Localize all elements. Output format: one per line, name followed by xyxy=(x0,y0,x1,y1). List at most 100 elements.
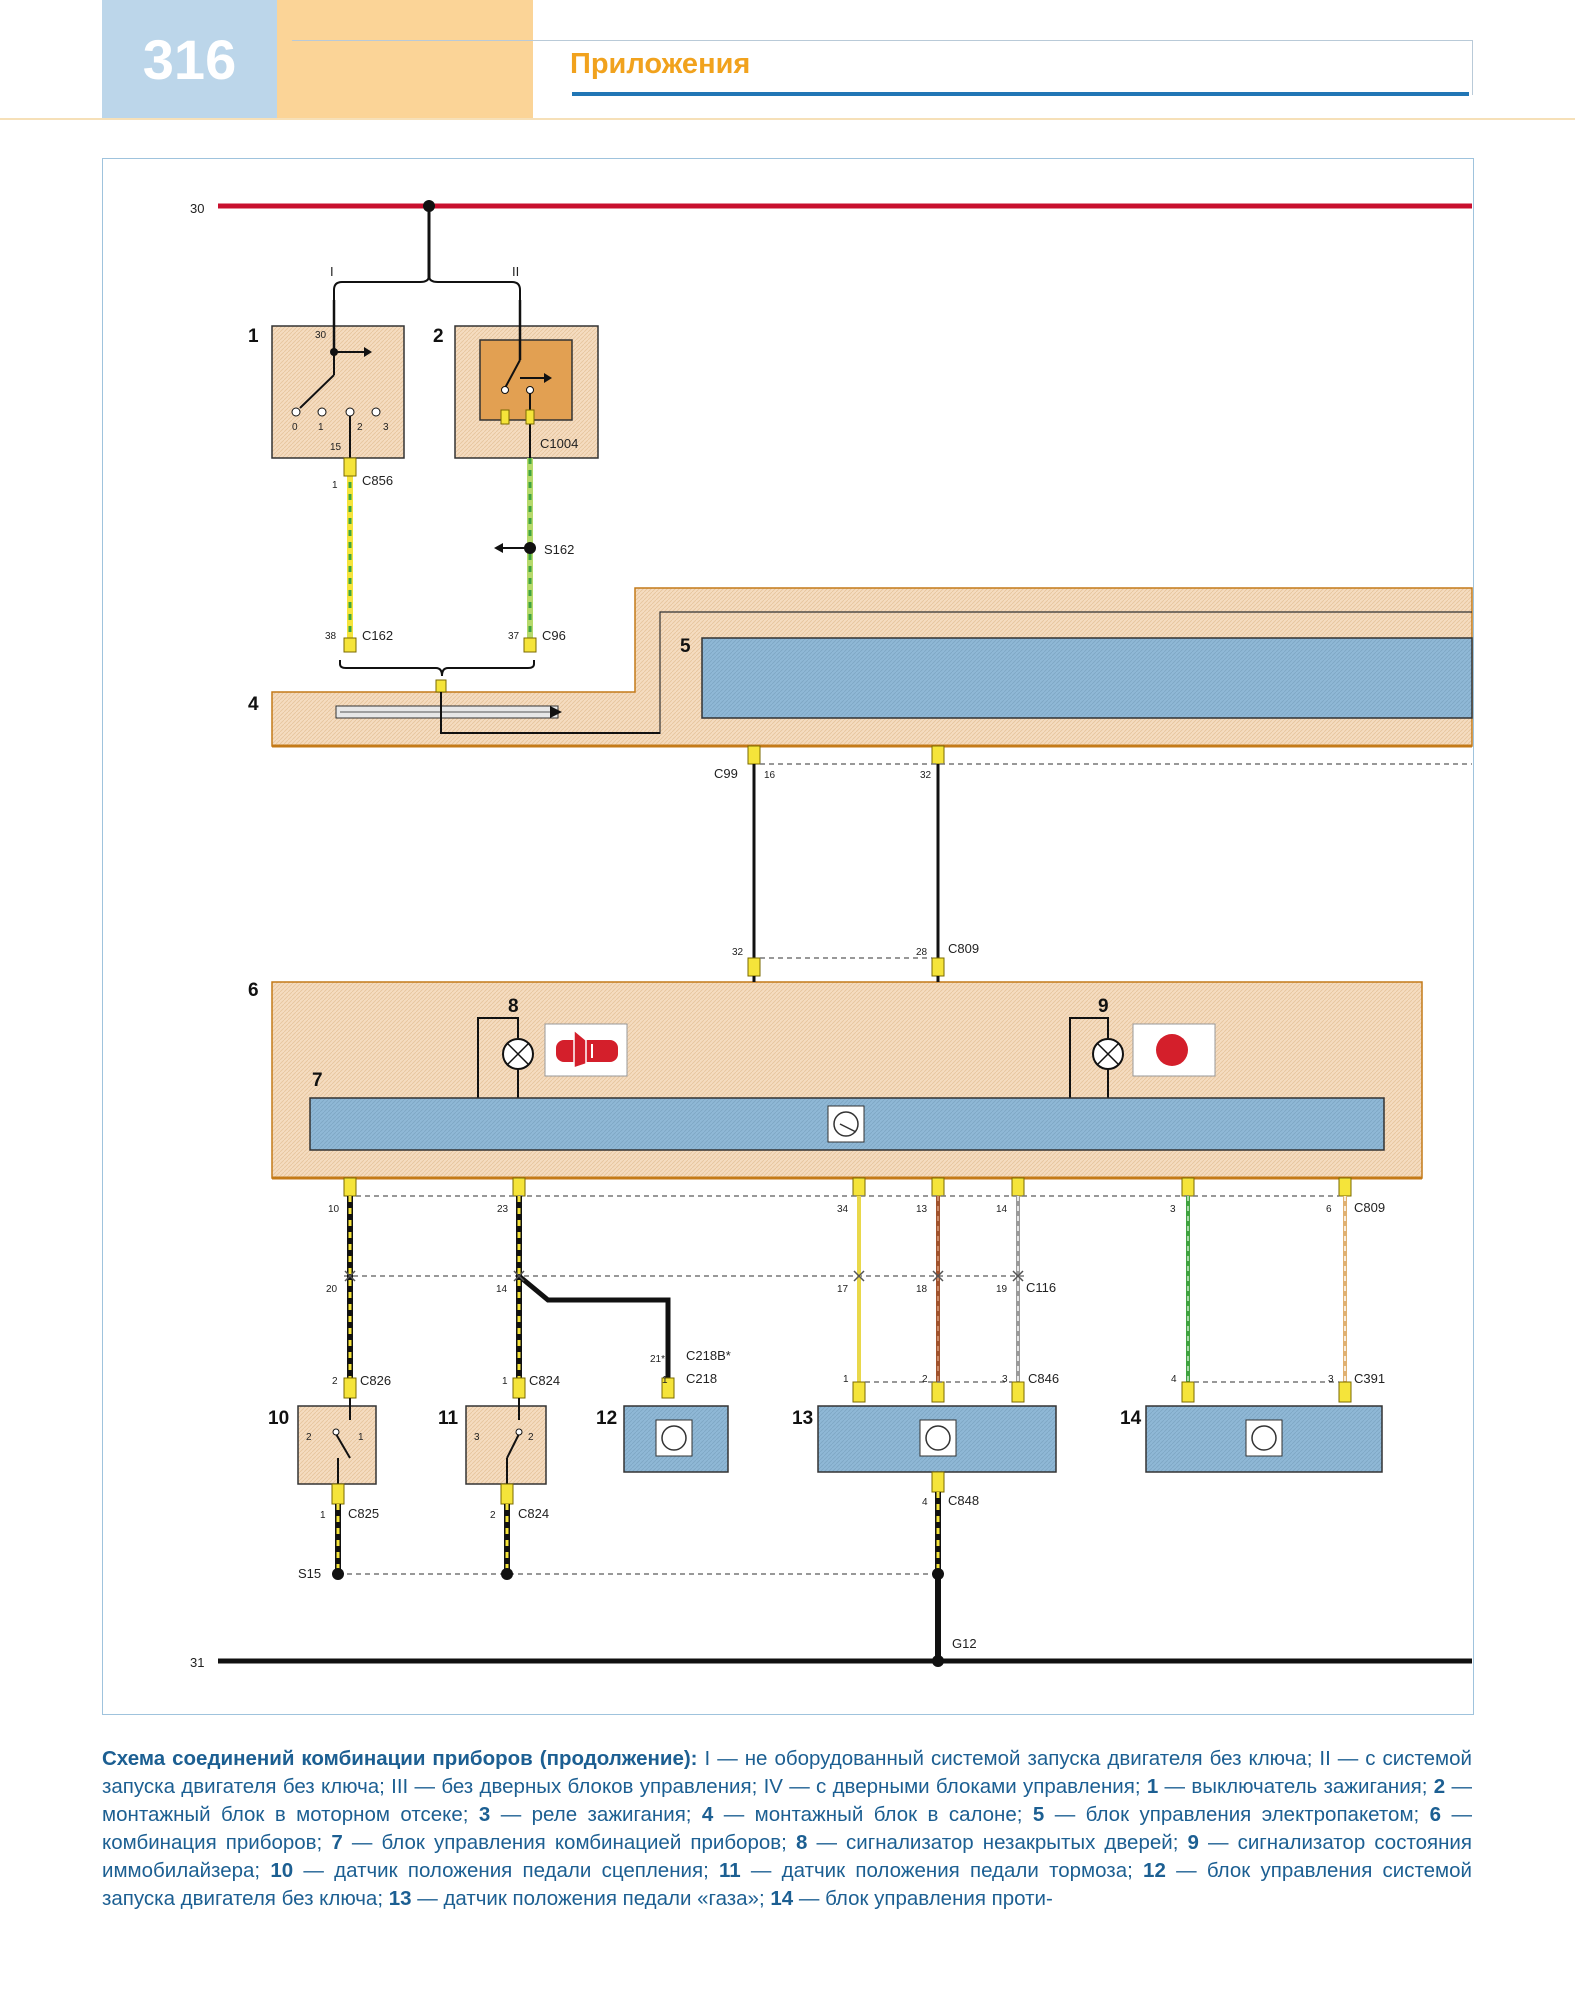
ignition-blade xyxy=(299,374,335,409)
caption-item-number: 14 xyxy=(770,1887,794,1910)
component-12-number: 12 xyxy=(596,1408,617,1429)
c391-pin-3-label: 3 xyxy=(1328,1374,1334,1385)
c809-pin-34 xyxy=(852,1177,866,1197)
bus-30-label: 30 xyxy=(190,201,204,216)
component-9-number: 9 xyxy=(1098,996,1109,1017)
s15-splice xyxy=(332,1568,344,1580)
c846-pin-3 xyxy=(1011,1381,1025,1403)
keyless-module-chip-circle xyxy=(661,1425,687,1451)
door-ajar-icon-car xyxy=(556,1040,618,1062)
clutch-switch-blade xyxy=(335,1433,351,1459)
c809-pin-6-label: 6 xyxy=(1326,1204,1332,1215)
c848-label: C848 xyxy=(948,1493,979,1508)
c809-bottom-label: C809 xyxy=(1354,1200,1385,1215)
c116-pin-18: 18 xyxy=(916,1284,928,1295)
c809-top-pin-b xyxy=(931,957,945,977)
caption-lead: Схема соединений комбинации приборов (пр… xyxy=(102,1747,698,1770)
caption-item-number: 8 xyxy=(795,1831,808,1854)
caption-item-text: — комбинация приборов; xyxy=(102,1803,1472,1854)
c391-label: C391 xyxy=(1354,1371,1385,1386)
ignition-pin-30: 30 xyxy=(315,330,327,341)
c809-top-pin-a xyxy=(747,957,761,977)
c824-bottom-pin: 2 xyxy=(490,1510,496,1521)
caption-item-number: 9 xyxy=(1187,1831,1199,1854)
c826-label: C826 xyxy=(360,1373,391,1388)
caption-item-number: 11 xyxy=(719,1859,741,1882)
cluster-module-chip-circle xyxy=(833,1111,859,1137)
c162-c96-brace xyxy=(339,660,535,677)
relay-pin-b xyxy=(525,409,535,425)
caption-item-number: 10 xyxy=(270,1859,294,1882)
clutch-switch-right: 1 xyxy=(358,1432,364,1443)
brake-switch-term xyxy=(515,1428,523,1436)
ignition-pin-15: 15 xyxy=(330,442,342,453)
component-6-number: 6 xyxy=(248,980,259,1001)
ignition-term-0 xyxy=(291,407,301,417)
c856-connector xyxy=(343,457,357,477)
component-7-number: 7 xyxy=(312,1070,323,1091)
c846-pin-1-label: 1 xyxy=(843,1374,849,1385)
immobilizer-icon xyxy=(1132,1023,1216,1077)
ignition-term-2 xyxy=(345,407,355,417)
lamp-9-wire xyxy=(1069,1017,1109,1098)
c825-connector xyxy=(331,1483,345,1505)
c809-top-pin-a-label: 32 xyxy=(732,947,744,958)
c825-pin: 1 xyxy=(320,1510,326,1521)
accelerator-sensor-chip-circle xyxy=(925,1425,951,1451)
c99-pin-32 xyxy=(931,745,945,765)
anti-theft-module-chip-circle xyxy=(1251,1425,1277,1451)
caption-item-number: 3 xyxy=(478,1803,491,1826)
s162-arrow xyxy=(494,543,503,553)
c99-pin-b: 32 xyxy=(920,770,932,781)
c96-connector xyxy=(523,637,537,653)
header-underline xyxy=(572,92,1469,96)
caption-item-text: — датчик положения педали сцепления; xyxy=(293,1859,720,1882)
c162-pin: 38 xyxy=(325,631,337,642)
c846-pin-2-label: 2 xyxy=(922,1374,928,1385)
clutch-switch-term xyxy=(332,1428,340,1436)
relay-arrow-head xyxy=(544,373,552,383)
ignition-relay xyxy=(479,339,573,421)
s15-splice-b xyxy=(501,1568,513,1580)
wire-23-branch xyxy=(517,1274,671,1380)
ignition-switch xyxy=(271,325,405,459)
c809-pin-6 xyxy=(1338,1177,1352,1197)
s162-label: S162 xyxy=(544,542,574,557)
c116-markers xyxy=(344,1270,1024,1282)
interior-fuse-box-inner xyxy=(659,611,1472,734)
relay-pin-a xyxy=(500,409,510,425)
component-11-number: 11 xyxy=(438,1408,459,1429)
section-title: Приложения xyxy=(570,48,751,80)
bus-31-label: 31 xyxy=(190,1655,204,1670)
c824-top-connector xyxy=(512,1377,526,1399)
g12-label: G12 xyxy=(952,1636,977,1651)
c116-pin-19: 19 xyxy=(996,1284,1008,1295)
caption-item-text: — сигнализатор состояния иммобилайзера; xyxy=(102,1831,1472,1882)
cluster-module-chip-line xyxy=(839,1123,857,1133)
fuse-bar-arrow xyxy=(550,706,562,718)
c824-bottom-label: C824 xyxy=(518,1506,549,1521)
caption-body: I — не оборудованный системой запуска дв… xyxy=(102,1747,1472,1910)
c99-pin-16 xyxy=(747,745,761,765)
caption-item-text: — сигнализатор незакрытых дверей; xyxy=(807,1831,1188,1854)
caption-item-number: 6 xyxy=(1429,1803,1442,1826)
c824-top-label: C824 xyxy=(529,1373,560,1388)
brake-switch-blade xyxy=(506,1433,520,1459)
c162-connector xyxy=(343,637,357,653)
caption-item-text: — реле зажигания; xyxy=(490,1803,702,1826)
caption-item-number: 2 xyxy=(1433,1775,1446,1798)
c856-pin: 1 xyxy=(332,480,338,491)
component-2-number: 2 xyxy=(433,326,444,347)
caption-item-text: — блок управления электропакетом; xyxy=(1044,1803,1430,1826)
caption-item-text: — блок управления системой запуска двига… xyxy=(102,1859,1473,1910)
c809-pin-10 xyxy=(343,1177,357,1197)
c809-pin-23 xyxy=(512,1177,526,1197)
c116-pin-17: 17 xyxy=(837,1284,849,1295)
c825-label: C825 xyxy=(348,1506,379,1521)
header-rule xyxy=(0,118,1575,120)
c809-pin-10-label: 10 xyxy=(328,1204,340,1215)
internal-wire-4-5 xyxy=(440,692,660,734)
component-13-number: 13 xyxy=(792,1408,813,1429)
diagram-frame xyxy=(102,158,1474,1715)
caption-item-number: 12 xyxy=(1143,1859,1166,1882)
